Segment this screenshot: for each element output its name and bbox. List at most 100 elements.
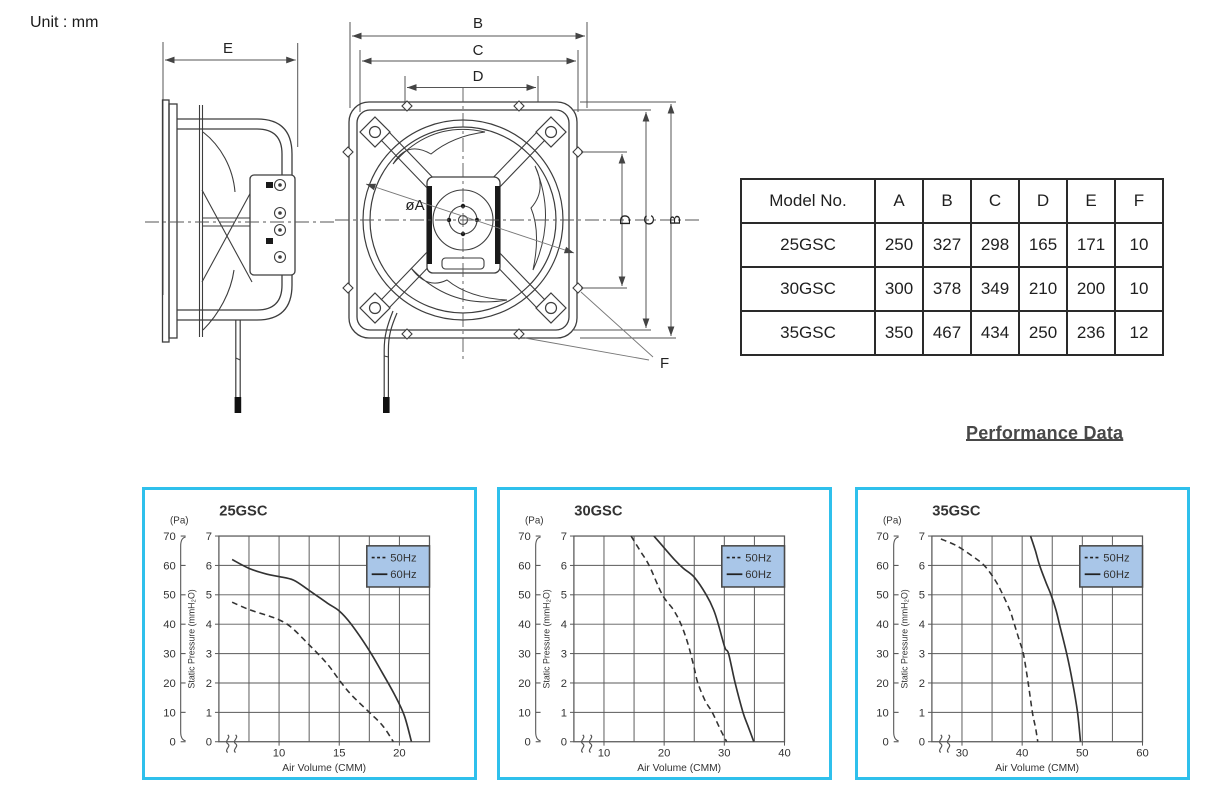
column-header-model-no-: Model No. <box>740 178 876 224</box>
dimension-a-label: øA <box>405 197 424 214</box>
impeller-profile <box>198 105 253 337</box>
column-header-b: B <box>922 178 972 224</box>
pa-axis <box>535 535 541 743</box>
chart-title: 25GSC <box>219 503 268 519</box>
curve-50hz <box>231 601 395 742</box>
y-tick-label: 2 <box>206 678 212 690</box>
mounting-holes <box>342 100 584 340</box>
mmh2o-axis-ticks <box>214 535 219 743</box>
y-tick-label: 2 <box>561 678 567 690</box>
table-cell: 327 <box>922 222 972 268</box>
x-tick-label: 10 <box>598 747 611 759</box>
axis-break-squiggle <box>581 734 593 753</box>
pa-tick-label: 60 <box>876 560 889 572</box>
y-tick-label: 2 <box>919 678 925 690</box>
dimension-f-label: F <box>660 355 669 372</box>
chart-grid <box>931 535 1144 743</box>
table-cell: 10 <box>1114 266 1164 312</box>
legend-label-50hz: 50Hz <box>1103 553 1130 565</box>
x-tick-label: 40 <box>778 747 791 759</box>
x-tick-label: 15 <box>333 747 346 759</box>
table-cell: 25GSC <box>740 222 876 268</box>
axis-break-squiggle <box>226 734 238 753</box>
y-tick-label: 6 <box>919 560 925 572</box>
table-cell: 236 <box>1066 310 1116 356</box>
pa-tick-label: 30 <box>876 648 889 660</box>
y-tick-label: 3 <box>206 648 212 660</box>
column-header-a: A <box>874 178 924 224</box>
legend-label-50hz: 50Hz <box>390 553 417 565</box>
table-cell: 250 <box>874 222 924 268</box>
pa-tick-label: 10 <box>518 707 531 719</box>
table-cell: 171 <box>1066 222 1116 268</box>
y-tick-label: 4 <box>919 619 925 631</box>
hole-diameter-dim: F <box>524 291 669 372</box>
curve-60hz <box>231 558 413 742</box>
y-tick-label: 0 <box>919 737 925 749</box>
x-axis-ticks <box>961 741 1143 746</box>
pa-tick-label: 10 <box>876 707 889 719</box>
pa-tick-label: 0 <box>170 737 176 749</box>
pa-tick-label: 10 <box>163 707 176 719</box>
x-axis-title: Air Volume (CMM) <box>282 763 366 774</box>
table-cell: 300 <box>874 266 924 312</box>
table-cell: 10 <box>1114 222 1164 268</box>
legend-label-60hz: 60Hz <box>390 569 417 581</box>
pa-tick-label: 40 <box>876 619 889 631</box>
y-tick-label: 1 <box>919 707 925 719</box>
front-power-cord <box>383 310 398 413</box>
y-axis-title: Static Pressure (mmH₂O) <box>899 589 909 688</box>
pa-tick-label: 60 <box>163 560 176 572</box>
table-cell: 298 <box>970 222 1020 268</box>
y-axis-title: Static Pressure (mmH₂O) <box>541 589 551 688</box>
table-cell: 378 <box>922 266 972 312</box>
right-dimension-lines <box>572 101 676 339</box>
curve-50hz <box>630 536 728 742</box>
table-cell: 200 <box>1066 266 1116 312</box>
chart-grid <box>218 535 431 743</box>
x-tick-label: 60 <box>1136 747 1149 759</box>
pa-tick-label: 50 <box>876 590 889 602</box>
table-cell: 350 <box>874 310 924 356</box>
column-header-e: E <box>1066 178 1116 224</box>
dimension-c-right-label: C <box>641 214 658 225</box>
y-tick-label: 7 <box>919 531 925 543</box>
unit-label: Unit : mm <box>30 14 99 31</box>
y-tick-label: 0 <box>206 737 212 749</box>
x-tick-label: 20 <box>658 747 671 759</box>
y-tick-label: 4 <box>206 619 212 631</box>
pa-tick-label: 20 <box>876 678 889 690</box>
x-tick-label: 20 <box>393 747 406 759</box>
y-tick-label: 1 <box>206 707 212 719</box>
pa-tick-label: 30 <box>163 648 176 660</box>
pa-axis-unit-label: (Pa) <box>883 515 901 526</box>
chart-title: 35GSC <box>932 503 981 519</box>
x-axis-ticks <box>278 741 400 746</box>
front-view-drawing: B C D <box>335 15 700 413</box>
y-tick-label: 3 <box>919 648 925 660</box>
legend-label-60hz: 60Hz <box>745 569 772 581</box>
table-cell: 210 <box>1018 266 1068 312</box>
y-tick-label: 1 <box>561 707 567 719</box>
x-tick-label: 30 <box>718 747 731 759</box>
pa-tick-label: 0 <box>883 737 889 749</box>
x-tick-label: 40 <box>1016 747 1029 759</box>
column-header-f: F <box>1114 178 1164 224</box>
pa-axis <box>893 535 899 743</box>
pa-tick-label: 60 <box>518 560 531 572</box>
table-cell: 12 <box>1114 310 1164 356</box>
pa-tick-label: 0 <box>525 737 531 749</box>
y-tick-label: 3 <box>561 648 567 660</box>
y-tick-label: 0 <box>561 737 567 749</box>
y-tick-label: 6 <box>206 560 212 572</box>
